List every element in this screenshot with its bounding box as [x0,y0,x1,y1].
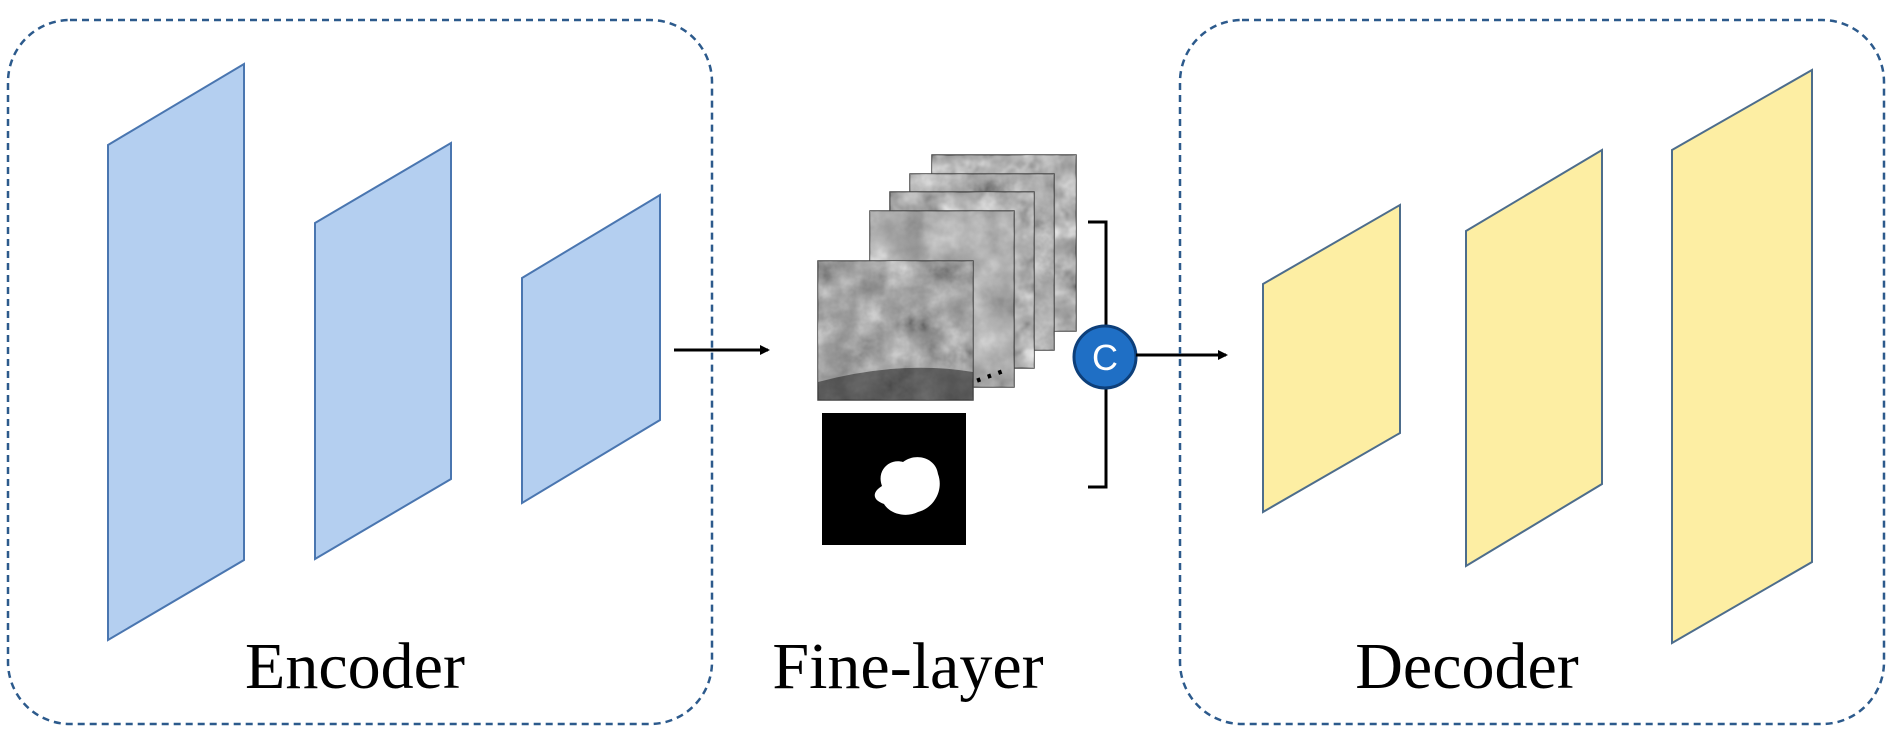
decoder-layer-1 [1262,203,1401,514]
encoder-label: Encoder [245,630,465,703]
decoder-label: Decoder [1355,630,1579,703]
encoder-layer-2 [314,141,452,561]
fine-layer-group: ⋯ Fine-layer [772,154,1108,703]
decoder-border [1178,18,1886,726]
concat-circle [1072,324,1138,390]
encoder-group: Encoder [6,18,714,726]
encoder-layer-3 [521,193,661,505]
feature-map-1 [817,260,974,401]
decoder-layer-3 [1671,68,1813,645]
mask-blob [874,457,940,515]
concat-node: C [1072,324,1138,390]
segmentation-mask-image [822,413,966,545]
concat-label: C [1092,337,1118,378]
encoder-border [6,18,714,726]
fine-layer-label: Fine-layer [772,630,1043,703]
decoder-group: Decoder [1178,18,1886,726]
decoder-layer-2 [1465,148,1603,568]
encoder-layer-1 [107,62,245,642]
